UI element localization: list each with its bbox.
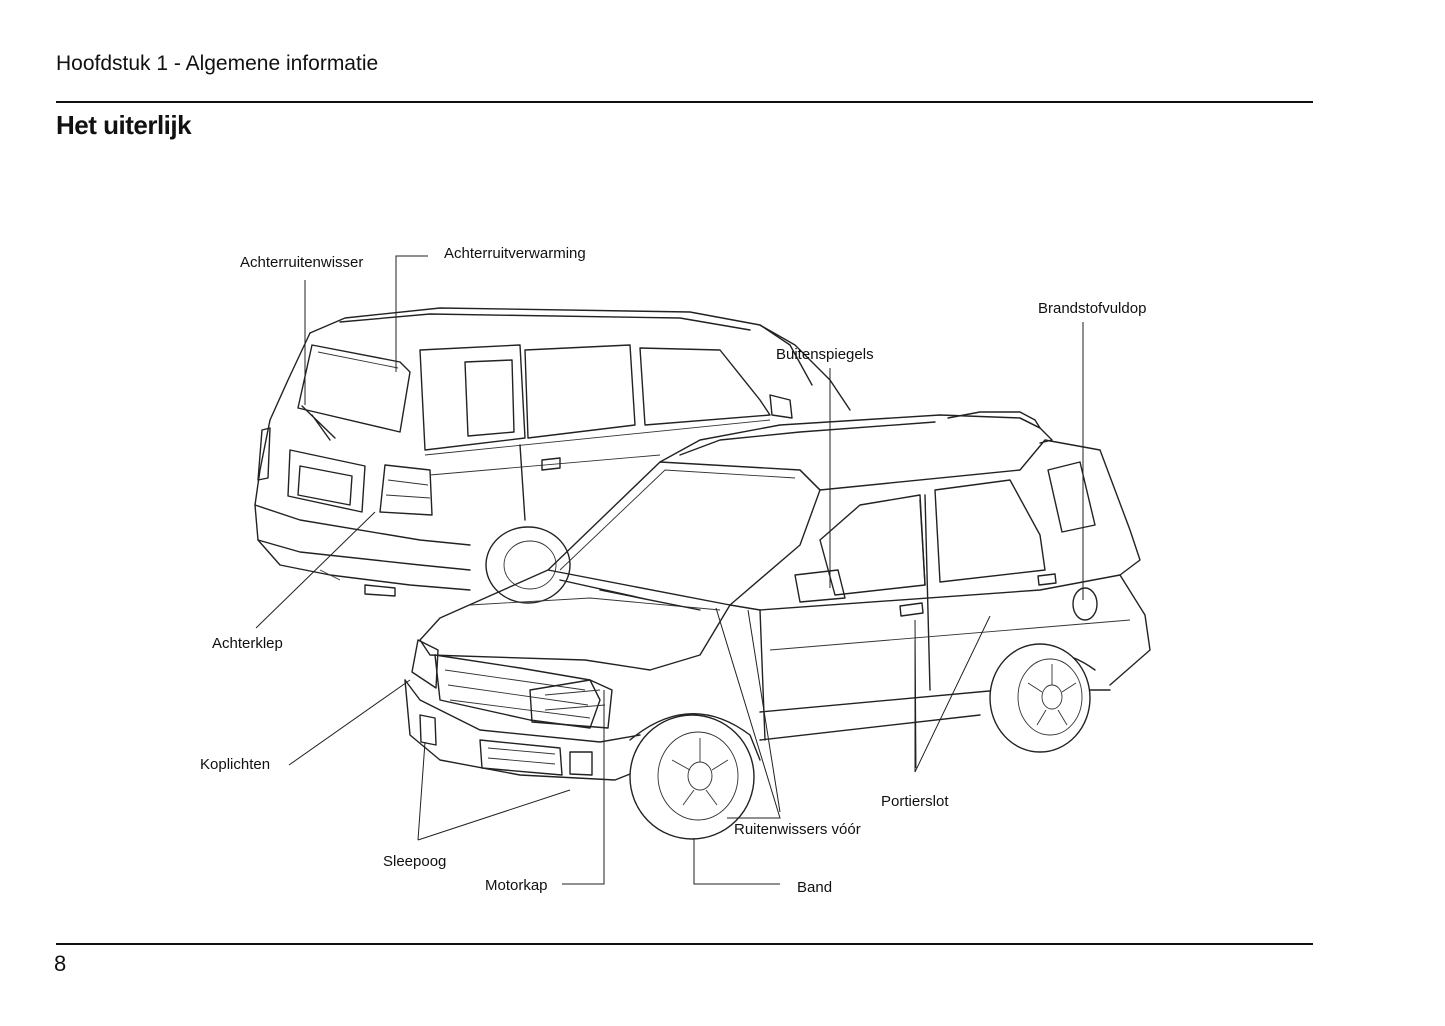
label-hood: Motorkap <box>485 877 548 894</box>
label-mirrors: Buitenspiegels <box>776 346 874 363</box>
label-tow-hook: Sleepoog <box>383 853 447 870</box>
label-fuel-cap: Brandstofvuldop <box>1038 300 1147 317</box>
label-rear-wiper: Achterruitenwisser <box>240 254 364 271</box>
label-tailgate: Achterklep <box>212 635 283 652</box>
label-front-wipers: Ruitenwissers vóór <box>734 821 861 838</box>
rear-view-car <box>254 307 851 604</box>
header-rule <box>56 101 1313 103</box>
label-rear-defroster: Achterruitverwarming <box>444 245 586 262</box>
page-number: 8 <box>54 951 67 976</box>
footer-rule <box>56 943 1313 945</box>
chapter-header: Hoofdstuk 1 - Algemene informatie <box>56 52 379 75</box>
label-tire: Band <box>797 879 833 896</box>
leader-lines <box>255 255 1084 885</box>
page-title: Het uiterlijk <box>56 110 192 140</box>
front-view-car <box>404 411 1151 840</box>
label-door-lock: Portierslot <box>881 793 949 810</box>
label-headlights: Koplichten <box>200 756 271 773</box>
